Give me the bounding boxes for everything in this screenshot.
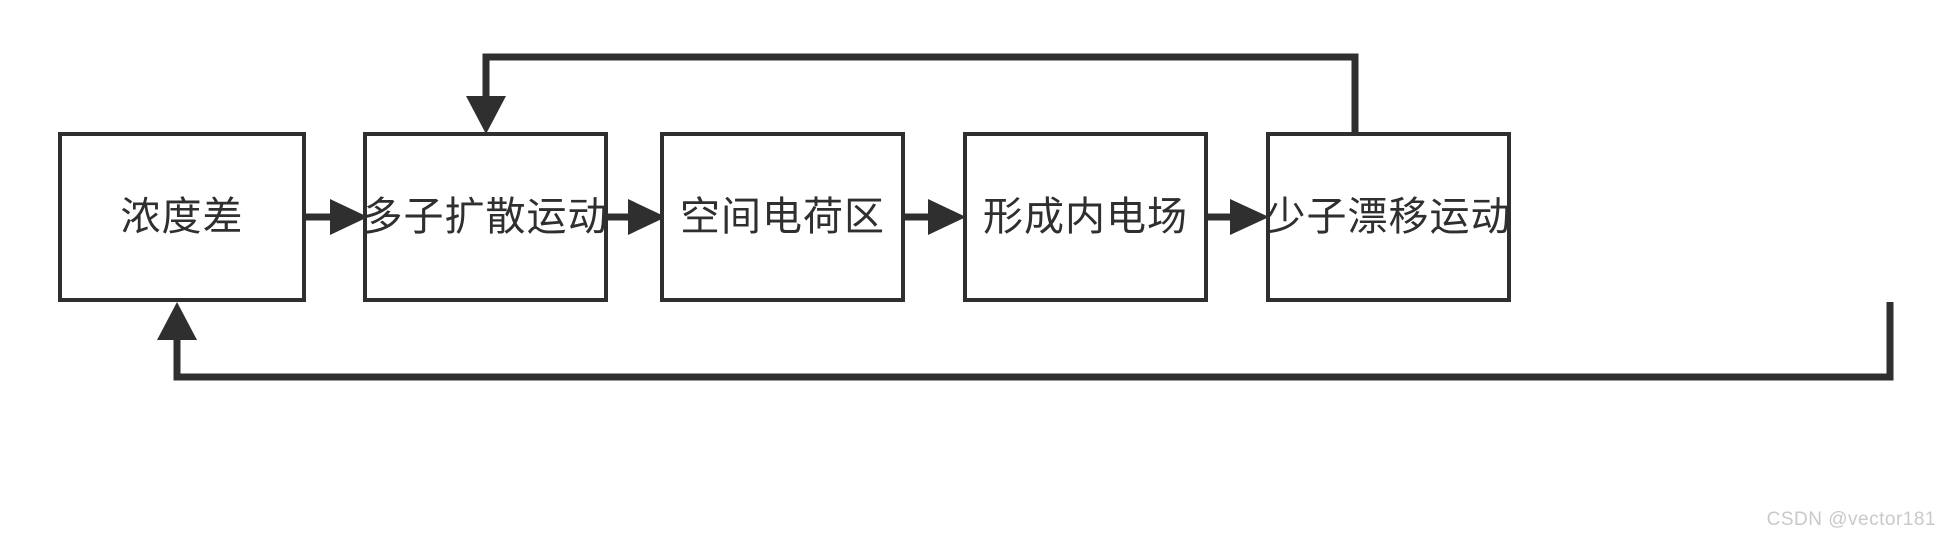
edge-feedback-bottom [157,302,1894,381]
node-box-built-in-electric-field[interactable]: 形成内电场 [963,132,1208,302]
edge-n2-n3 [608,199,666,235]
node-box-concentration-difference[interactable]: 浓度差 [58,132,306,302]
node-label: 多子扩散运动 [362,195,609,239]
node-box-space-charge-region[interactable]: 空间电荷区 [660,132,905,302]
edge-feedback-top [466,53,1359,134]
node-box-minority-carrier-drift[interactable]: 少子漂移运动 [1266,132,1511,302]
edge-n4-n5 [1208,199,1269,235]
node-label: 少子漂移运动 [1265,195,1512,239]
edge-n3-n4 [905,199,966,235]
node-label: 形成内电场 [983,195,1188,239]
node-label: 浓度差 [120,195,244,239]
node-label: 空间电荷区 [680,195,885,239]
watermark-text: CSDN @vector181 [1766,509,1936,530]
edge-n1-n2 [306,199,368,235]
node-box-majority-carrier-diffusion[interactable]: 多子扩散运动 [363,132,608,302]
